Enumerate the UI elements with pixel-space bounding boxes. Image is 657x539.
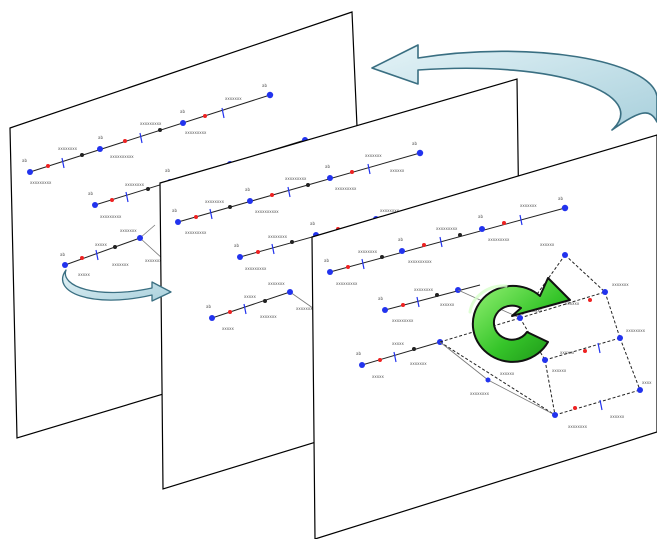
svg-text:xxxxxxx: xxxxxxx <box>225 96 242 101</box>
svg-text:xxxxxxx: xxxxxxx <box>112 262 129 267</box>
svg-text:xxxxxxxxxx: xxxxxxxxxx <box>255 209 279 214</box>
svg-text:xxxxxxxx: xxxxxxxx <box>414 287 434 292</box>
svg-text:xxxxxxxxx: xxxxxxxxx <box>336 281 358 286</box>
svg-text:ab: ab <box>234 243 239 248</box>
svg-text:xxxxxxx: xxxxxxx <box>268 281 285 286</box>
svg-text:xxxxxxxx: xxxxxxxx <box>568 424 588 429</box>
svg-text:xxxxxxxxx: xxxxxxxxx <box>285 176 307 181</box>
svg-text:xxxxxx: xxxxxx <box>390 168 405 173</box>
svg-text:ab: ab <box>310 221 315 226</box>
curved-arrow-icon <box>371 44 657 131</box>
svg-text:xxxxx: xxxxx <box>372 374 384 379</box>
svg-text:xxxxxxx: xxxxxxx <box>410 361 427 366</box>
svg-text:xxxxx: xxxxx <box>392 341 404 346</box>
svg-text:xxxxxxxxx: xxxxxxxxx <box>140 121 162 126</box>
svg-text:xxxxxxxx: xxxxxxxx <box>125 182 145 187</box>
svg-text:ab: ab <box>60 252 65 257</box>
svg-text:ab: ab <box>378 296 383 301</box>
svg-text:xxxxxxxxx: xxxxxxxxx <box>30 180 52 185</box>
panel-back-graph: ab xxxxxxxx ab xxxxxxxxx ab xxxxxxx ab xxxxx… <box>22 83 308 277</box>
svg-text:ab: ab <box>98 135 103 140</box>
svg-text:xxxxxxxxx: xxxxxxxxx <box>245 266 267 271</box>
svg-text:ab: ab <box>172 208 177 213</box>
svg-text:xxxxxxxx: xxxxxxxx <box>268 234 288 239</box>
svg-text:xxxxxx: xxxxxx <box>500 371 515 376</box>
svg-text:xxxxxxx: xxxxxxx <box>612 282 629 287</box>
svg-text:xxxxxxxx: xxxxxxxx <box>58 146 78 151</box>
svg-text:ab: ab <box>22 158 27 163</box>
svg-text:ab: ab <box>356 351 361 356</box>
svg-text:xxxxxx: xxxxxx <box>610 414 625 419</box>
svg-text:ab: ab <box>398 237 403 242</box>
svg-text:ab: ab <box>165 168 170 173</box>
svg-text:xxxxxxx: xxxxxxx <box>520 203 537 208</box>
svg-text:ab: ab <box>478 214 483 219</box>
svg-text:xxxxxxxx: xxxxxxxx <box>470 391 490 396</box>
svg-text:xxxxxxxxx: xxxxxxxxx <box>185 130 207 135</box>
svg-text:xxxxxxxxx: xxxxxxxxx <box>488 237 510 242</box>
svg-text:xxxxxx: xxxxxx <box>440 302 455 307</box>
svg-text:xxxxx: xxxxx <box>95 242 107 247</box>
svg-text:xxxxxxxx: xxxxxxxx <box>626 328 646 333</box>
svg-text:xxxxxxxxx: xxxxxxxxx <box>335 186 357 191</box>
svg-text:xxxx: xxxx <box>642 380 652 385</box>
svg-text:xxxxxx: xxxxxx <box>552 368 567 373</box>
svg-text:xxxxxxxxx: xxxxxxxxx <box>296 306 318 311</box>
svg-text:xxxxxxxxx: xxxxxxxxx <box>100 214 122 219</box>
svg-text:ab: ab <box>324 258 329 263</box>
svg-text:ab: ab <box>206 304 211 309</box>
graph-row: ab xxxxxxxx ab xxxxxxxxx ab xxxxxxx ab xxxxx… <box>22 83 274 185</box>
svg-text:xxxxxxxxxx: xxxxxxxxxx <box>408 259 432 264</box>
svg-text:xxxxxxxx: xxxxxxxx <box>380 208 400 213</box>
svg-text:xxxxxxxx: xxxxxxxx <box>358 249 378 254</box>
svg-text:ab: ab <box>558 196 563 201</box>
svg-text:xxxxxxx: xxxxxxx <box>260 314 277 319</box>
svg-text:xxxxxxxxx: xxxxxxxxx <box>185 230 207 235</box>
svg-text:xxxxxxxx: xxxxxxxx <box>205 199 225 204</box>
svg-text:xxxxxxx: xxxxxxx <box>120 228 137 233</box>
svg-text:xxxxxxx: xxxxxxx <box>365 153 382 158</box>
svg-text:ab: ab <box>180 109 185 114</box>
svg-text:xxxxxx: xxxxxx <box>560 350 575 355</box>
svg-text:xxxxxxxxxx: xxxxxxxxxx <box>110 154 134 159</box>
svg-text:ab: ab <box>412 141 417 146</box>
svg-text:ab: ab <box>245 187 250 192</box>
svg-text:ab: ab <box>325 164 330 169</box>
svg-text:xxxxxx: xxxxxx <box>565 301 580 306</box>
svg-text:xxxxx: xxxxx <box>222 326 234 331</box>
circular-refresh-icon <box>468 277 571 363</box>
svg-text:ab: ab <box>262 83 267 88</box>
svg-text:xxxxx: xxxxx <box>244 294 256 299</box>
graph-row: ab xxxxxxxx ab xxxxxxxxx ab xxxxxxx ab xxxxx… <box>324 196 569 286</box>
graph-row: ab xxxxxxxx ab xxxxxxxxx ab xxxxxxx ab xxxxx… <box>172 141 424 235</box>
svg-text:ab: ab <box>88 191 93 196</box>
svg-text:xxxxxx: xxxxxx <box>540 242 555 247</box>
curved-arrow-icon <box>62 269 172 302</box>
svg-text:xxxxxxxxx: xxxxxxxxx <box>145 258 167 263</box>
svg-text:xxxxxxxxx: xxxxxxxxx <box>392 318 414 323</box>
svg-text:xxxxxxxxx: xxxxxxxxx <box>436 226 458 231</box>
svg-text:xxxxx: xxxxx <box>78 272 90 277</box>
